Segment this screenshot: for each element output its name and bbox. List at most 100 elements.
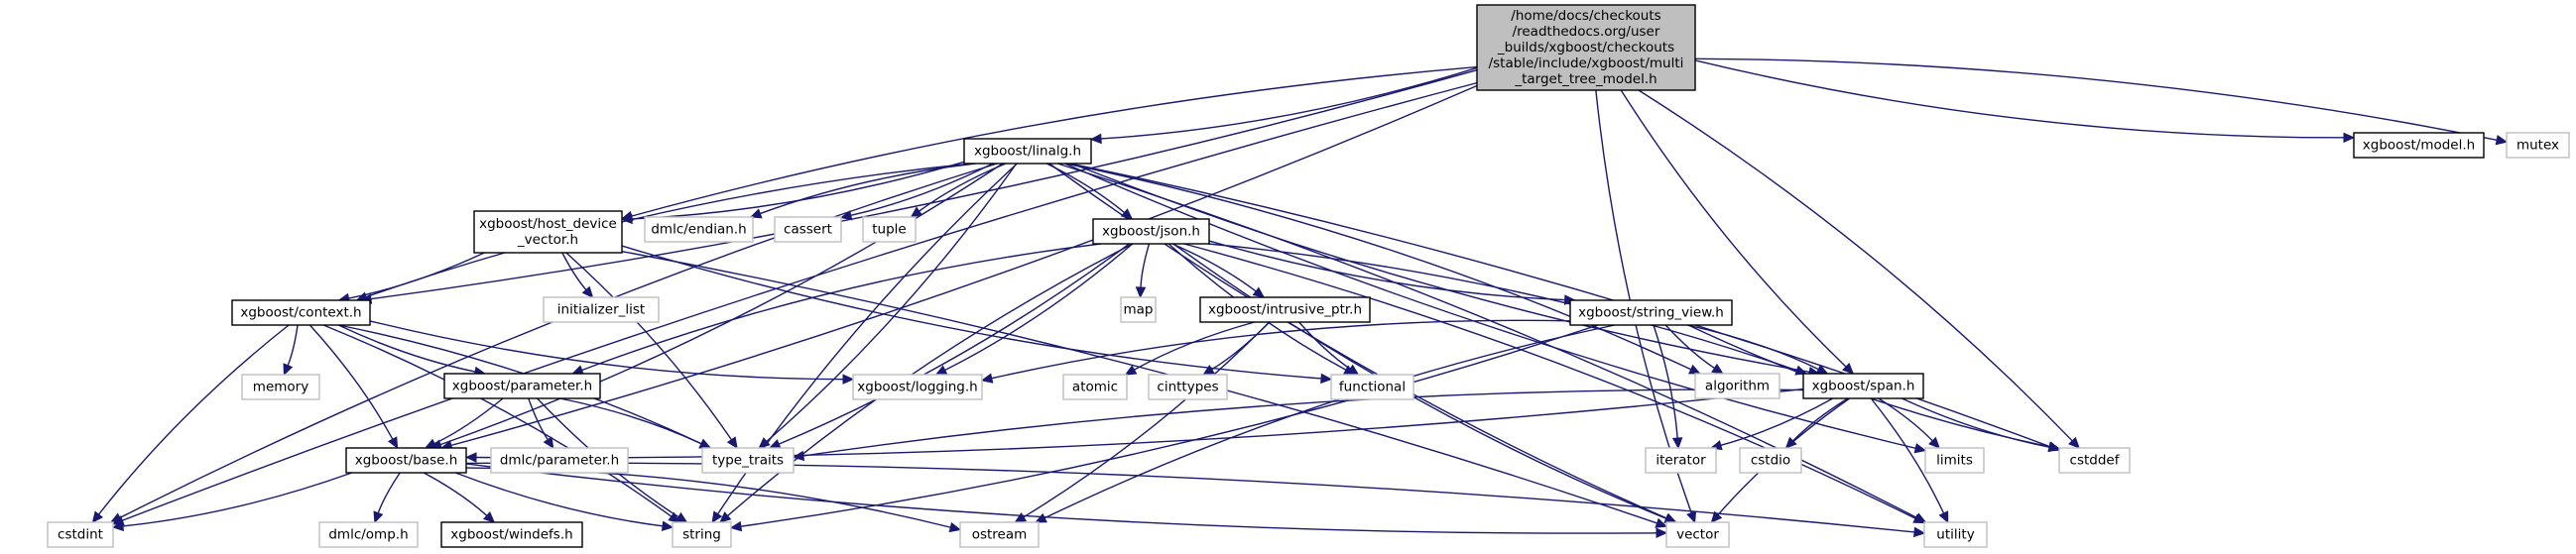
edge-parameter-to-typetraits <box>559 397 702 445</box>
node-box-utility <box>1923 521 1988 548</box>
arrowhead-stringview-to-ostream <box>1035 512 1047 523</box>
edge-stringview-to-iterator <box>1653 324 1678 439</box>
edge-context-to-memory <box>287 324 299 367</box>
node-stringview[interactable]: xgboost/string_view.h <box>1569 299 1733 326</box>
node-label-initlist: initializer_list <box>557 302 645 318</box>
edge-base-to-cstdint <box>122 472 352 527</box>
arrowhead-root-to-model <box>2343 132 2356 144</box>
node-label-json: xgboost/json.h <box>1102 224 1200 240</box>
arrowhead-root-to-mutex <box>2495 135 2509 146</box>
node-typetraits: type_traits <box>701 447 795 474</box>
node-label-limits: limits <box>1936 453 1973 469</box>
node-label-tuple: tuple <box>872 222 906 238</box>
node-label-windefs: xgboost/windefs.h <box>450 527 572 543</box>
node-label-omp: dmlc/omp.h <box>328 527 408 543</box>
arrowhead-json-to-typetraits <box>768 439 782 449</box>
node-tuple: tuple <box>862 216 917 243</box>
node-box-stringview <box>1569 299 1733 326</box>
node-logging: xgboost/logging.h <box>852 374 983 400</box>
arrowhead-root-to-linalg <box>1089 133 1102 145</box>
node-windefs[interactable]: xgboost/windefs.h <box>440 521 583 548</box>
edge-intrusive-to-functional <box>1298 321 1351 370</box>
node-box-base <box>345 447 467 474</box>
node-box-cinttypes <box>1148 374 1228 400</box>
node-label-stringview: xgboost/string_view.h <box>1578 305 1724 321</box>
edge-stringview-to-string <box>740 324 1599 527</box>
node-label-hdv: _vector.h <box>517 232 578 248</box>
arrowhead-json-to-string <box>719 511 732 523</box>
node-box-hdv <box>473 210 623 254</box>
arrowhead-intrusive-to-ostream <box>1014 512 1028 523</box>
node-json[interactable]: xgboost/json.h <box>1092 218 1210 245</box>
edge-linalg-to-context <box>365 163 972 298</box>
edge-stringview-to-algorithm <box>1664 324 1715 370</box>
node-cassert: cassert <box>774 216 842 243</box>
edge-json-to-map <box>1140 243 1151 288</box>
node-box-atomic <box>1062 374 1128 400</box>
node-hdv[interactable]: xgboost/host_device_vector.h <box>473 210 623 254</box>
node-box-cstddef <box>2058 447 2131 474</box>
node-box-dmlcparam <box>490 447 629 474</box>
node-box-root <box>1476 4 1696 91</box>
node-cstddef: cstddef <box>2058 447 2131 474</box>
node-label-algorithm: algorithm <box>1705 379 1770 394</box>
node-label-dmlcparam: dmlc/parameter.h <box>500 453 619 469</box>
node-ostream: ostream <box>959 521 1040 548</box>
edge-base-to-utility <box>465 462 1915 533</box>
edge-json-to-logging <box>944 243 1134 372</box>
node-box-initlist <box>543 296 660 323</box>
arrowhead-stringview-to-logging <box>980 373 994 384</box>
node-box-limits <box>1924 447 1985 474</box>
node-label-root: /home/docs/checkouts <box>1511 8 1660 24</box>
arrowhead-intrusive-to-atomic <box>1124 365 1138 376</box>
node-label-cstdio: cstdio <box>1751 453 1790 469</box>
node-box-iterator <box>1645 447 1717 474</box>
node-vector: vector <box>1665 521 1730 548</box>
edge-context-to-logging <box>369 320 844 381</box>
edge-base-to-ostream <box>465 467 951 528</box>
arrowhead-span-to-utility <box>1938 510 1949 524</box>
edge-root-to-model <box>1694 59 2345 139</box>
node-box-vector <box>1665 521 1730 548</box>
node-label-string: string <box>682 527 721 543</box>
arrowhead-intrusive-to-functional <box>1346 364 1360 376</box>
node-label-root: /stable/include/xgboost/multi <box>1489 55 1684 71</box>
node-label-vector: vector <box>1676 527 1719 543</box>
node-box-cstdint <box>47 521 114 548</box>
node-parameter[interactable]: xgboost/parameter.h <box>443 373 601 399</box>
node-label-parameter: xgboost/parameter.h <box>452 379 592 394</box>
node-box-functional <box>1330 374 1414 400</box>
node-span[interactable]: xgboost/span.h <box>1802 373 1924 399</box>
arrowhead-hdv-to-vector <box>1655 517 1668 528</box>
edge-span-to-base <box>475 388 1804 459</box>
node-label-memory: memory <box>253 380 308 395</box>
node-box-span <box>1802 373 1924 399</box>
node-intrusive[interactable]: xgboost/intrusive_ptr.h <box>1199 296 1371 323</box>
node-linalg[interactable]: xgboost/linalg.h <box>963 138 1092 165</box>
edge-span-to-cstdio <box>1792 397 1849 442</box>
node-base[interactable]: xgboost/base.h <box>345 447 467 474</box>
edge-linalg-to-limits <box>1064 163 1916 450</box>
node-functional: functional <box>1330 374 1414 400</box>
node-label-map: map <box>1124 302 1154 318</box>
node-box-omp <box>318 521 419 548</box>
edge-hdv-to-functional <box>621 245 1322 380</box>
node-context[interactable]: xgboost/context.h <box>231 299 371 326</box>
node-box-cstdio <box>1739 447 1802 474</box>
node-map: map <box>1120 296 1157 323</box>
edge-context-to-parameter <box>337 324 476 373</box>
edge-stringview-to-logging <box>991 319 1571 380</box>
node-memory: memory <box>241 374 320 400</box>
arrowhead-stringview-to-algorithm <box>1711 363 1724 375</box>
node-root[interactable]: /home/docs/checkouts/readthedocs.org/use… <box>1476 4 1696 91</box>
node-utility: utility <box>1923 521 1988 548</box>
arrowhead-base-to-utility <box>1913 526 1926 538</box>
node-omp: dmlc/omp.h <box>318 521 419 548</box>
node-box-windefs <box>440 521 583 548</box>
arrowhead-linalg-to-limits <box>1913 443 1927 454</box>
node-model[interactable]: xgboost/model.h <box>2353 132 2485 159</box>
arrowhead-base-to-windefs <box>482 511 496 523</box>
node-label-utility: utility <box>1936 527 1974 543</box>
edge-base-to-vector <box>465 463 1657 534</box>
arrowhead-context-to-logging <box>842 374 855 385</box>
